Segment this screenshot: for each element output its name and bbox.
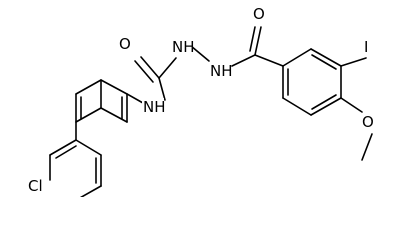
bond	[311, 94, 337, 110]
iodine-label: I	[364, 38, 368, 56]
bond	[361, 133, 373, 161]
bond	[140, 56, 160, 79]
bond	[75, 139, 102, 156]
bond	[282, 97, 312, 116]
bond	[310, 97, 342, 116]
bond	[340, 97, 363, 113]
bond	[126, 93, 144, 104]
hydrazine-nh-label-2: NH	[210, 62, 233, 80]
bond	[310, 48, 342, 67]
hydrazine-nh-label-1: NH	[172, 38, 195, 56]
benzoyl-oxygen-label: O	[253, 5, 265, 23]
methoxy-oxygen-label: O	[362, 113, 374, 131]
bond	[75, 79, 102, 95]
bond	[75, 107, 102, 123]
bond	[190, 45, 210, 62]
bond	[79, 185, 102, 197]
bond	[55, 145, 77, 159]
bond	[254, 26, 262, 56]
bond	[231, 54, 256, 67]
urea-oxygen-label: O	[119, 35, 131, 53]
bond	[49, 139, 77, 156]
bond	[134, 60, 154, 83]
bond	[158, 77, 166, 101]
bond	[100, 107, 128, 123]
molecule-drawing: O NH NH NH O I O Cl	[28, 5, 374, 197]
bond-set	[49, 26, 373, 197]
chlorine-label: Cl	[28, 177, 43, 195]
bond	[282, 48, 312, 67]
bond	[100, 79, 128, 95]
bond	[311, 54, 337, 70]
bond	[340, 57, 367, 67]
bond	[254, 54, 284, 67]
structure-canvas: O NH NH NH O I O Cl	[28, 5, 374, 197]
bond	[158, 57, 177, 79]
bond	[249, 26, 256, 52]
anilide-nh-label: NH	[143, 98, 166, 116]
